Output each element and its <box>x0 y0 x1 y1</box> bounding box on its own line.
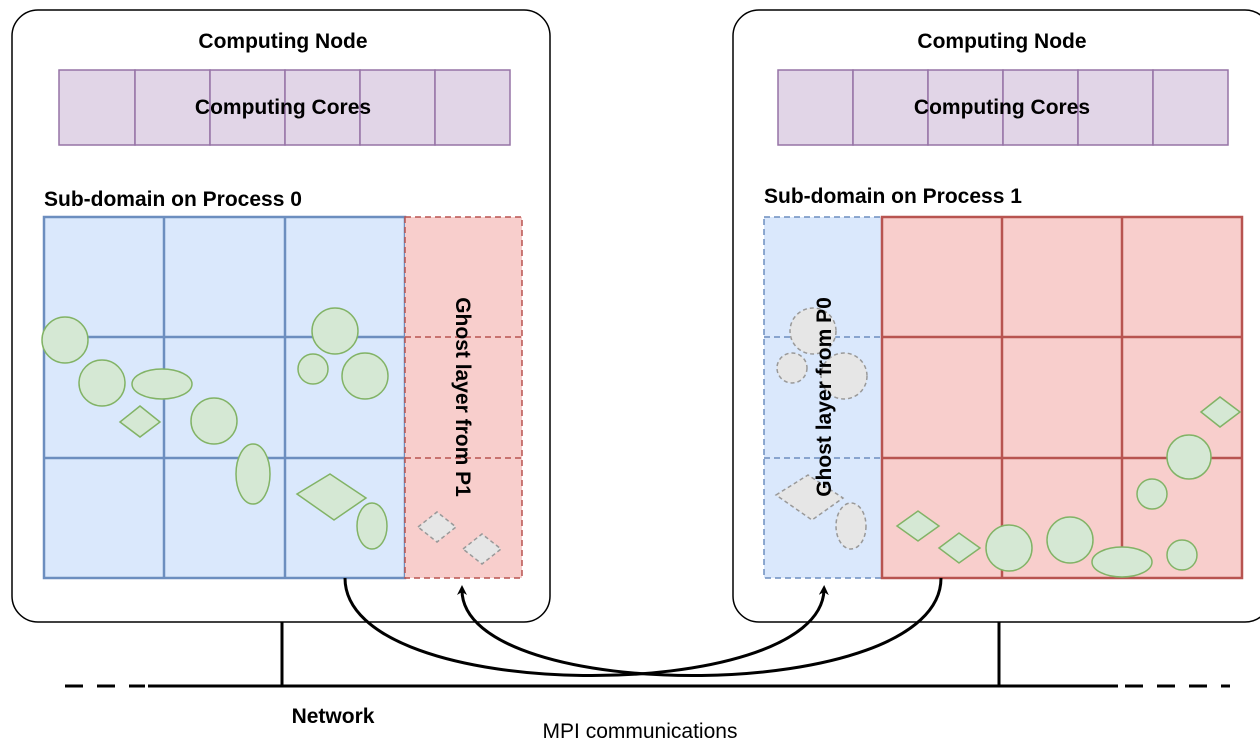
ghost-particle <box>774 474 845 521</box>
particle <box>1166 434 1212 480</box>
ghost-particle <box>776 352 808 384</box>
ghost-particle <box>789 307 837 355</box>
node-1-cores-label: Computing Cores <box>914 96 1090 119</box>
particle <box>1091 546 1153 578</box>
core-cell <box>209 69 286 146</box>
particle <box>235 443 271 505</box>
core-cell <box>359 69 436 146</box>
ghost-layer-p1-label: Ghost layer from P1 <box>451 297 474 497</box>
core-cell <box>284 69 361 146</box>
node-1-title: Computing Node <box>917 30 1086 53</box>
ghost-particles-p1 <box>416 511 503 565</box>
core-cell <box>777 69 854 146</box>
particle <box>341 352 389 400</box>
particle <box>895 510 941 542</box>
node-0-cores: Computing Cores <box>58 69 511 146</box>
node-0-title: Computing Node <box>198 30 367 53</box>
particle <box>131 368 193 400</box>
core-cell <box>434 69 511 146</box>
particle <box>937 532 982 564</box>
particle <box>1199 396 1242 428</box>
particle <box>1046 516 1094 564</box>
core-cell <box>58 69 136 146</box>
particles-0 <box>41 307 389 550</box>
particle <box>41 316 89 364</box>
node-1-cores: Computing Cores <box>777 69 1229 146</box>
computing-node-0: Computing Node Computing Cores Sub-domai… <box>11 9 551 623</box>
node-1-subdomain-label: Sub-domain on Process 1 <box>764 185 1022 208</box>
core-cell <box>1077 69 1154 146</box>
core-cell <box>852 69 929 146</box>
particles-1 <box>895 396 1242 578</box>
core-cell <box>927 69 1004 146</box>
ghost-particle <box>416 511 458 543</box>
core-cell <box>134 69 211 146</box>
ghost-particles-p0 <box>774 307 868 550</box>
particle <box>985 524 1033 572</box>
node-0-cores-label: Computing Cores <box>195 96 371 119</box>
particle <box>295 473 368 521</box>
particle <box>190 397 238 445</box>
particle <box>297 353 329 385</box>
particle <box>1166 539 1198 571</box>
network-label: Network <box>292 705 375 728</box>
mpi-arrow-p0-to-p1 <box>343 577 829 678</box>
particle <box>356 502 388 550</box>
mpi-communications-label: MPI communications <box>543 720 738 741</box>
particle <box>311 307 359 355</box>
particle <box>118 405 162 438</box>
ghost-particle <box>820 352 868 400</box>
ghost-layer-p0-label: Ghost layer from P0 <box>813 297 836 497</box>
node-0-subdomain-label: Sub-domain on Process 0 <box>44 188 302 211</box>
ghost-layer-p1: Ghost layer from P1 <box>404 216 523 579</box>
ghost-particle <box>461 533 503 565</box>
computing-node-1: Computing Node Computing Cores Sub-domai… <box>732 9 1260 623</box>
particle <box>1136 478 1168 510</box>
ghost-particle <box>835 502 867 550</box>
core-cell <box>1152 69 1229 146</box>
mpi-arrow-p1-to-p0 <box>457 577 943 678</box>
particle <box>78 359 126 407</box>
